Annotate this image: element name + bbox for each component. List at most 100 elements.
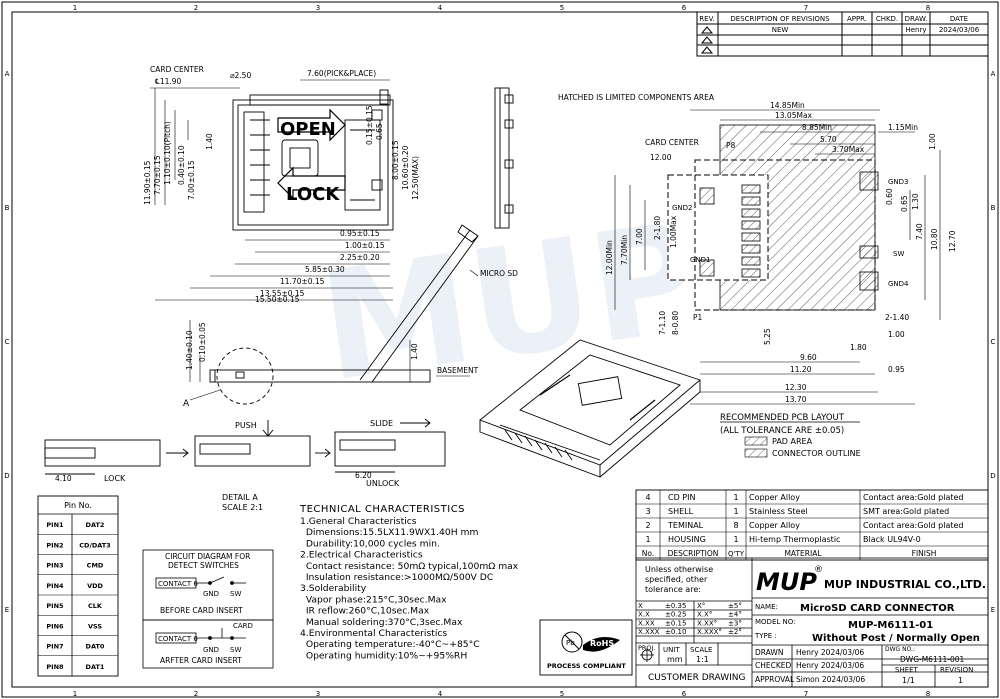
top-view-hole-dim: ⌀2.50 (230, 71, 251, 80)
rev-header-rev: REV. (699, 15, 714, 23)
circuit-gnd-1: GND (203, 590, 219, 598)
pcb-top-dim: 1.00 (928, 133, 937, 150)
sequence-dim-left: 4.10 (55, 474, 72, 483)
rev-header-chkd: CHKD. (876, 15, 898, 23)
pcb-bottom-dim: 2-1.40 (885, 313, 909, 322)
top-view-vdim: 8.00±0.15 (391, 140, 400, 180)
tol-format: X.XX (638, 619, 655, 627)
checked-label: CHECKED (755, 661, 792, 670)
top-view-vdim: 0.65 (375, 123, 384, 140)
pcb-left-dim: 7.70Min (620, 235, 629, 265)
bom-no: 2 (645, 521, 650, 530)
drawn-label: DRAWN (755, 648, 783, 657)
top-view-vdim: 1.10±0.10(Pitch) (163, 121, 172, 185)
tech-line: Durability:10,000 cycles min. (300, 538, 440, 549)
pcb-top-dim: 1.15Min (888, 123, 918, 132)
top-view-vdim: 0.15±0.15 (365, 105, 374, 145)
rohs-caption: PROCESS COMPLIANT (547, 662, 626, 670)
top-view (232, 89, 394, 231)
pcb-legend-outline: CONNECTOR OUTLINE (772, 449, 861, 458)
pcb-legend-pad-swatch (744, 436, 768, 446)
pcb-pads (699, 171, 879, 291)
side-view (209, 224, 479, 405)
company-logo-reg: ® (814, 565, 823, 575)
top-view-vdim: 7.00±0.15 (187, 160, 196, 200)
pcb-left-dim: 12.00Min (605, 240, 614, 275)
pin-signal: DAT0 (86, 643, 105, 651)
company-logo: MUP (756, 568, 817, 596)
grid-row-label: D (990, 472, 995, 480)
grid-col-label: 8 (926, 690, 930, 698)
rev-row-desc: NEW (772, 26, 789, 34)
bom-material: Hi-temp Thermoplastic (749, 535, 840, 544)
revision-block: REV. DESCRIPTION OF REVISIONS APPR. CHKD… (696, 11, 989, 57)
grid-col-label: 1 (73, 4, 77, 12)
circuit-contact-1: CONTACT 6 (158, 580, 198, 588)
sheet-label: SHEET (895, 666, 919, 674)
approval-value: Simon 2024/03/06 (796, 675, 865, 684)
tech-lines: 1.General Characteristics Dimensions:15.… (300, 516, 519, 661)
tech-title: TECHNICAL CHARACTERISTICS (299, 504, 465, 515)
unit-value: mm (667, 655, 683, 664)
grid-row-label: A (991, 70, 996, 78)
bom-qty: 1 (733, 535, 738, 544)
pin-table-header: Pin No. (64, 501, 92, 510)
name-label: NAME: (755, 603, 778, 611)
top-view-open-label: OPEN (280, 119, 336, 140)
tech-line: 3.Solderability (300, 583, 367, 594)
pin-number: PIN2 (46, 541, 63, 549)
pin-signal: VSS (88, 622, 102, 630)
bom-finish: Contact area:Gold plated (863, 493, 963, 502)
pcb-bottom-dim: 5.25 (763, 328, 772, 345)
top-view-vdim: 1.40 (205, 133, 214, 150)
pcb-right-dim: 1.30 (911, 193, 920, 210)
grid-row-label: B (991, 204, 996, 212)
bom-desc: CD PIN (668, 493, 695, 502)
grid-col-label: 6 (682, 4, 687, 12)
revision-label: REVISION (940, 666, 973, 674)
rev-row-draw: Henry (905, 26, 926, 34)
pcb-left-dim: 7-1.10 (658, 311, 667, 335)
pcb-card-center: CARD CENTER (645, 138, 699, 147)
pin-signal: DAT1 (86, 663, 105, 671)
tech-line: Dimensions:15.5LX11.9WX1.40H mm (300, 527, 478, 538)
rev-header-draw: DRAW. (905, 15, 928, 23)
circuit-gnd-2: GND (203, 646, 219, 654)
unit-label: UNIT (663, 646, 680, 654)
bom-material: Stainless Steel (749, 507, 808, 516)
pcb-bottom-dim: 1.80 (850, 343, 867, 352)
grid-col-label: 2 (194, 4, 198, 12)
grid-col-label: 6 (682, 690, 687, 698)
top-view-hdim: 11.70±0.15 (280, 277, 325, 286)
pcb-sw: SW (893, 250, 904, 258)
top-view-center-offset: ℄11.90 (155, 77, 182, 86)
grid-row-label: A (5, 70, 10, 78)
pin-number: PIN4 (46, 582, 64, 590)
tech-line: Contact resistance: 50mΩ typical,100mΩ m… (300, 561, 519, 572)
tol-angle-format: X° (697, 602, 705, 610)
circuit-card: CARD (233, 622, 253, 630)
pcb-top-dim: 5.70 (820, 135, 837, 144)
top-view-lock-label: LOCK (286, 184, 340, 205)
tol-format: X (638, 602, 643, 610)
scale-label: SCALE (690, 646, 712, 654)
rev-header-date: DATE (950, 15, 968, 23)
bom-qty: 1 (733, 493, 738, 502)
grid-row-label: E (5, 606, 9, 614)
grid-col-label: 5 (560, 4, 564, 12)
tol-angle-value: ±2° (728, 628, 742, 636)
pcb-title: RECOMMENDED PCB LAYOUT (720, 413, 845, 423)
circuit-sw-1: SW (230, 590, 241, 598)
checked-value: Henry 2024/03/06 (796, 661, 864, 670)
pcb-p1: P1 (693, 313, 703, 322)
pcb-bottom-dim: 1.00 (888, 330, 905, 339)
grid-col-label: 5 (560, 690, 564, 698)
pcb-dim-lines (614, 109, 941, 405)
bom-finish: Black UL94V-0 (863, 535, 921, 544)
pcb-legend-pad: PAD AREA (772, 437, 813, 446)
pcb-dims: 14.85Min13.05Max8.85Min5.703.70Max1.15Mi… (605, 101, 957, 404)
